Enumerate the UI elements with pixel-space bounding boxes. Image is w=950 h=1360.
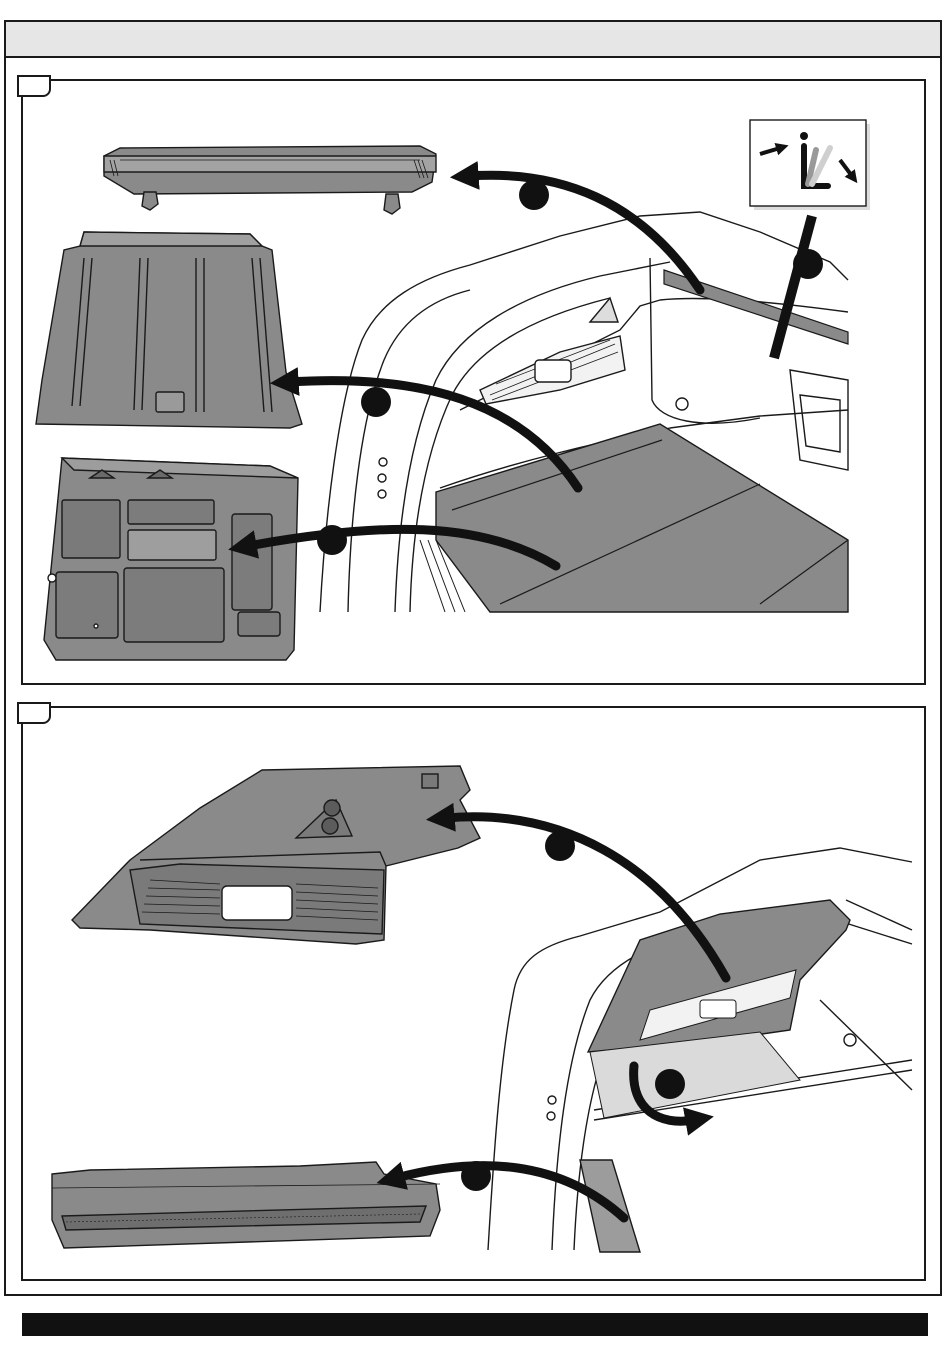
- storage-tray: [44, 458, 298, 660]
- callout-dot: [361, 387, 391, 417]
- callout-dot: [317, 525, 347, 555]
- callout-dot: [519, 180, 549, 210]
- boot-floor-in-car: [436, 424, 848, 612]
- callout-dot: [461, 1161, 491, 1191]
- footer-bar: [22, 1313, 928, 1336]
- boot-floor-board: [36, 232, 302, 428]
- sill-trim: [52, 1162, 440, 1248]
- callout-dot: [545, 831, 575, 861]
- side-trim-in-car: [588, 900, 850, 1052]
- callout-dot: [655, 1069, 685, 1099]
- side-trim-handle: [700, 1000, 736, 1018]
- side-trim-panel: [72, 766, 480, 944]
- cargo-cover: [104, 146, 436, 214]
